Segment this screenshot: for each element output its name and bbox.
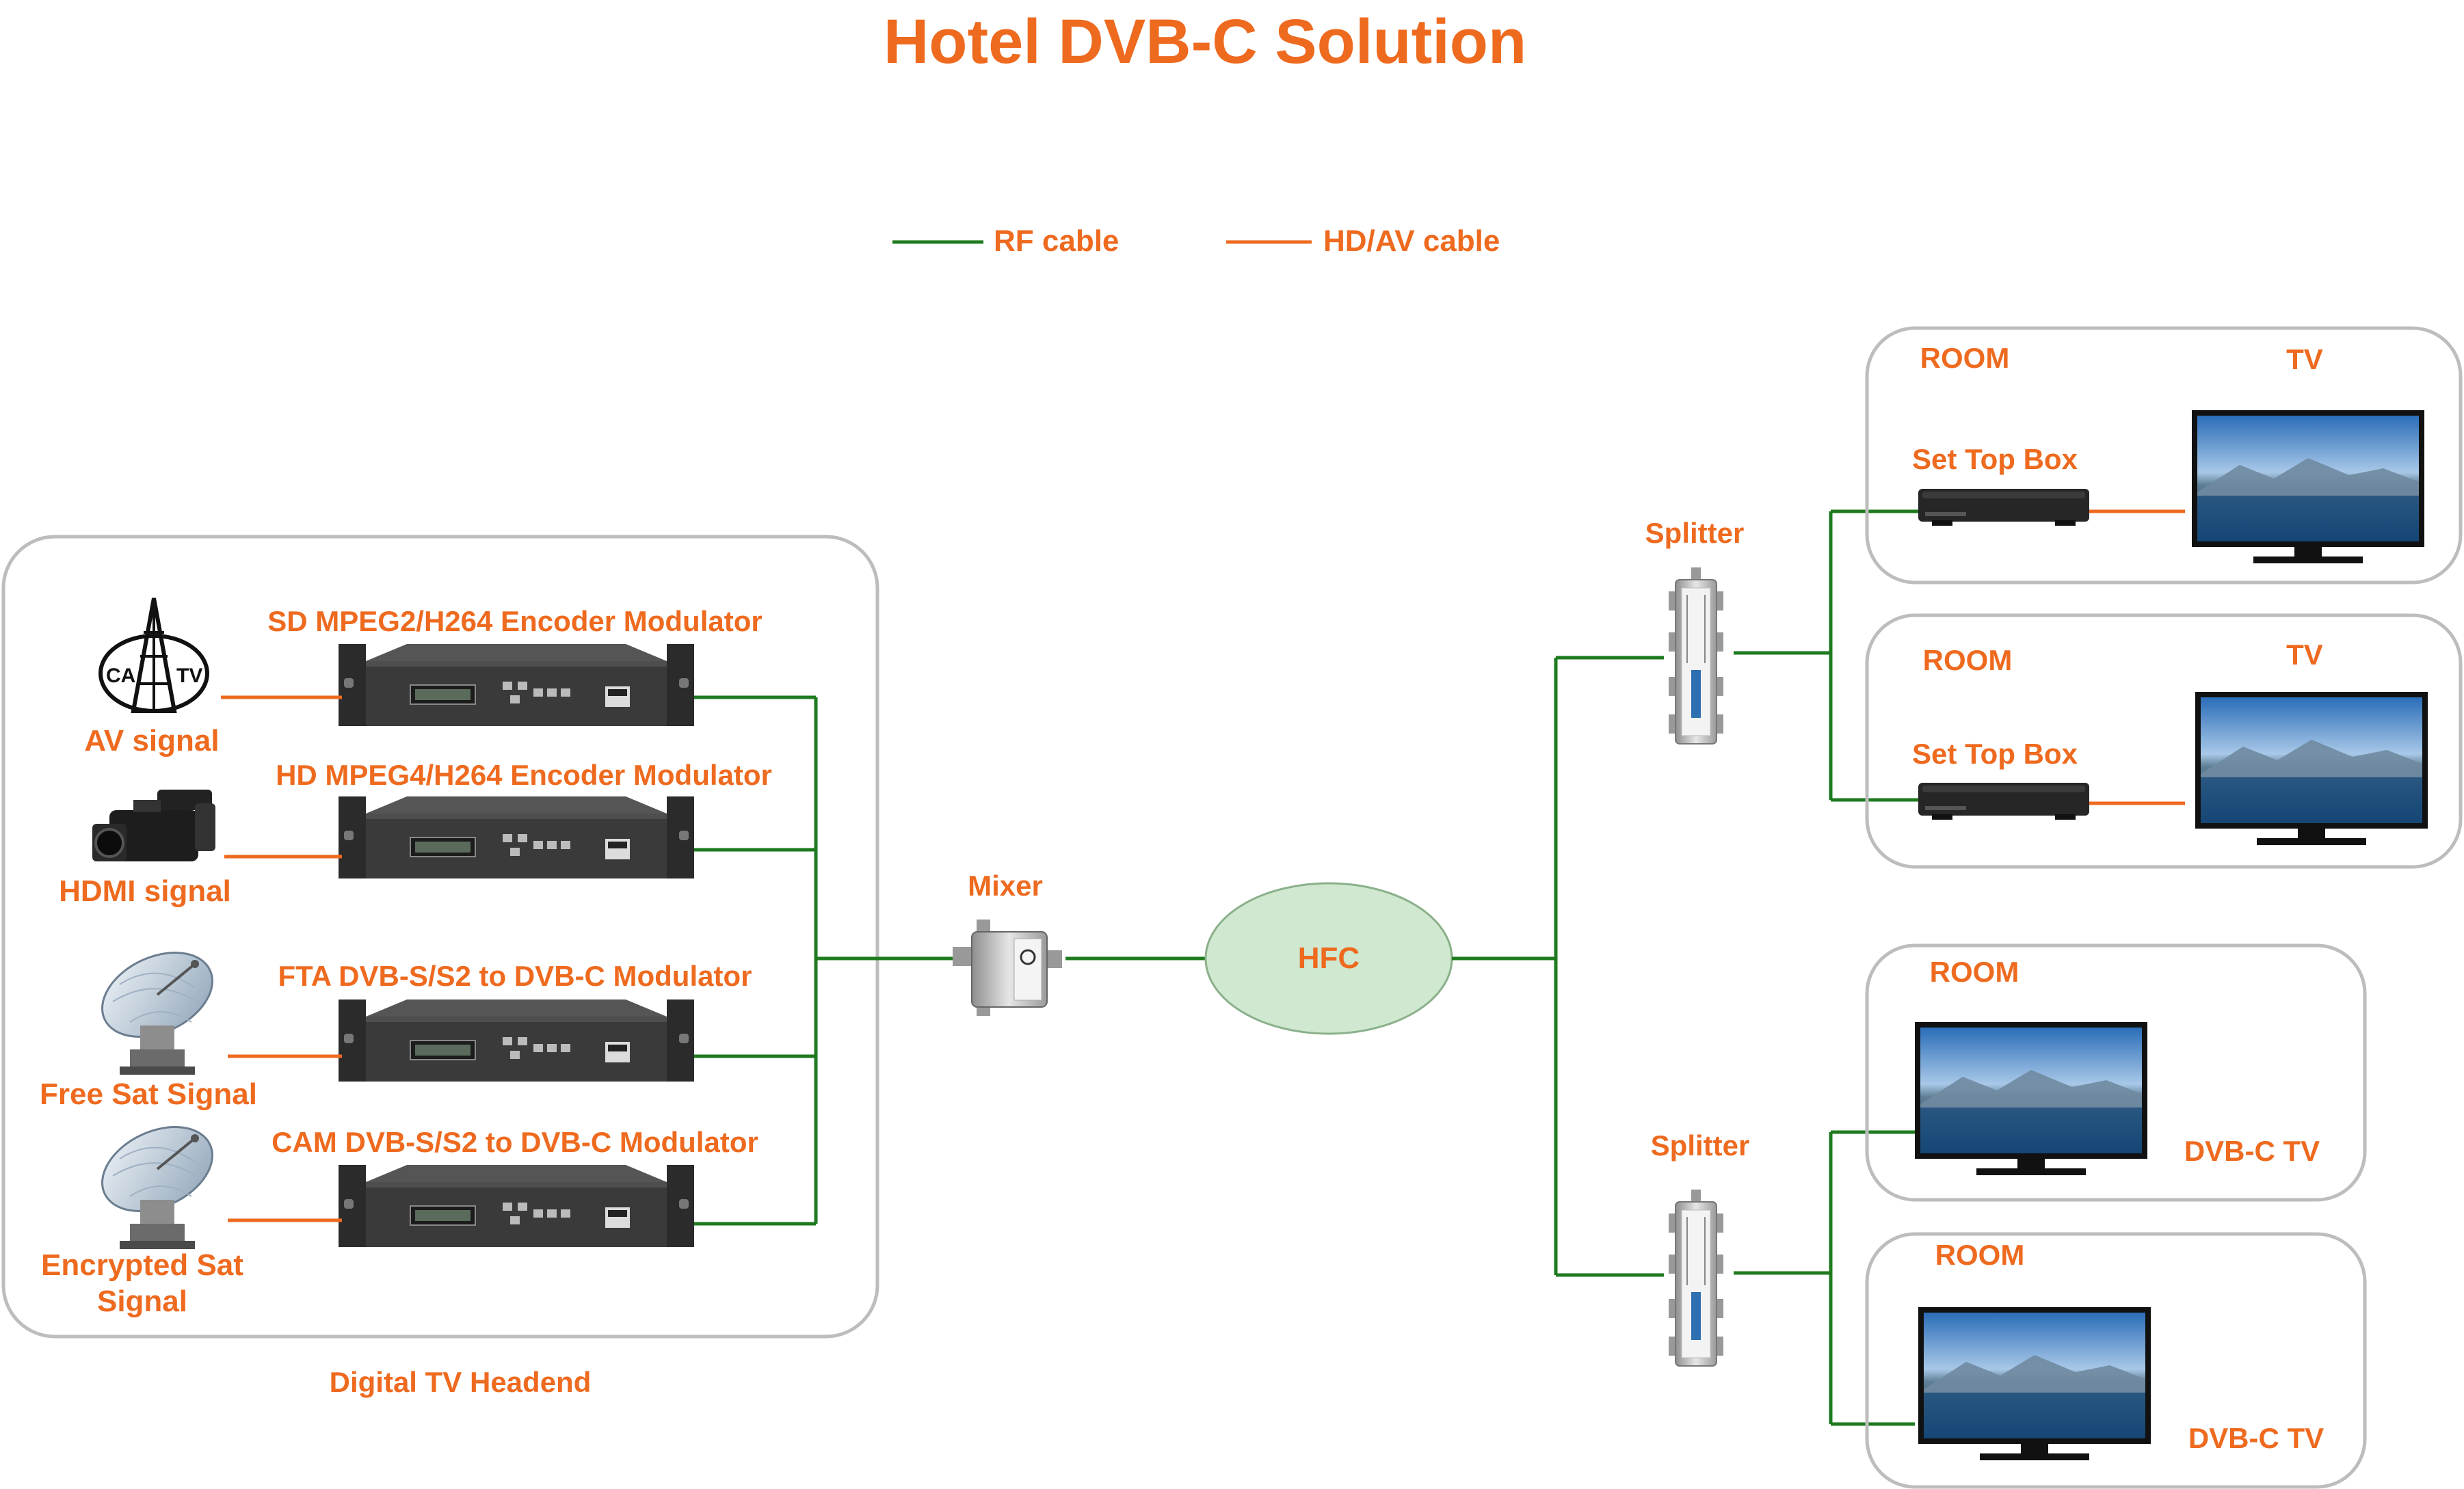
stb-label-1: Set Top Box bbox=[1912, 443, 2078, 475]
set-top-box-2 bbox=[1918, 783, 2089, 820]
sd-encoder-modulator-device bbox=[338, 643, 695, 727]
satellite-dish-icon bbox=[87, 1109, 228, 1250]
legend-av-label: HD/AV cable bbox=[1323, 224, 1500, 258]
legend: RF cable HD/AV cable bbox=[892, 224, 1500, 258]
mixer-device bbox=[953, 920, 1062, 1016]
satellite-dish-icon bbox=[87, 935, 228, 1076]
source-label-av: AV signal bbox=[84, 724, 219, 757]
room-box-1 bbox=[1865, 326, 2463, 585]
room-label-3: ROOM bbox=[1930, 956, 2019, 988]
tv-screen-3 bbox=[1915, 1022, 2147, 1175]
splitter-label-top: Splitter bbox=[1645, 517, 1745, 549]
headend-caption: Digital TV Headend bbox=[330, 1366, 592, 1398]
room-box-3 bbox=[1865, 943, 2367, 1202]
rf-cable-splitter-top bbox=[1734, 509, 1918, 802]
device-label-fta-modulator: FTA DVB-S/S2 to DVB-C Modulator bbox=[278, 960, 752, 992]
svg-text:CA: CA bbox=[106, 665, 135, 687]
tv-label-1: TV bbox=[2286, 343, 2323, 375]
tv-screen-2 bbox=[2195, 692, 2428, 845]
tv-label-3: DVB-C TV bbox=[2184, 1135, 2320, 1167]
room-label-1: ROOM bbox=[1920, 342, 2010, 374]
fta-modulator-device bbox=[338, 999, 695, 1082]
room-label-2: ROOM bbox=[1923, 644, 2013, 676]
cam-modulator-device bbox=[338, 1164, 695, 1248]
svg-text:TV: TV bbox=[176, 665, 202, 687]
source-label-free-sat: Free Sat Signal bbox=[40, 1077, 257, 1111]
device-label-cam-modulator: CAM DVB-S/S2 to DVB-C Modulator bbox=[271, 1126, 758, 1158]
rf-cable-bus-headend bbox=[694, 695, 953, 1226]
tv-label-4: DVB-C TV bbox=[2188, 1422, 2324, 1454]
hfc-label: HFC bbox=[1298, 941, 1360, 975]
set-top-box-1 bbox=[1918, 489, 2089, 526]
stb-label-2: Set Top Box bbox=[1912, 738, 2078, 770]
catv-tower-icon: CA TV bbox=[98, 598, 209, 713]
mixer-label: Mixer bbox=[968, 870, 1043, 902]
device-label-sd-encoder: SD MPEG2/H264 Encoder Modulator bbox=[267, 605, 762, 637]
legend-rf-label: RF cable bbox=[994, 224, 1119, 258]
room-label-4: ROOM bbox=[1935, 1239, 2025, 1271]
source-label-encrypted-sat-line2: Signal bbox=[97, 1285, 187, 1318]
device-label-hd-encoder: HD MPEG4/H264 Encoder Modulator bbox=[276, 759, 772, 791]
source-label-encrypted-sat-line1: Encrypted Sat bbox=[41, 1248, 243, 1282]
rf-cable-hfc-distribution bbox=[1452, 656, 1664, 1277]
room-box-2 bbox=[1865, 613, 2463, 869]
headend-box bbox=[1, 535, 879, 1339]
source-label-hdmi: HDMI signal bbox=[59, 874, 231, 908]
splitter-label-bottom: Splitter bbox=[1651, 1129, 1750, 1162]
room-box-4 bbox=[1865, 1232, 2367, 1489]
page-title: Hotel DVB-C Solution bbox=[884, 7, 1526, 77]
rf-cable-splitter-bottom bbox=[1734, 1130, 1915, 1426]
splitter-device-bottom bbox=[1668, 1189, 1724, 1367]
hd-encoder-modulator-device bbox=[338, 796, 695, 879]
camcorder-icon bbox=[92, 790, 215, 861]
tv-label-2: TV bbox=[2286, 639, 2323, 671]
tv-screen-4 bbox=[1918, 1307, 2151, 1460]
tv-screen-1 bbox=[2192, 410, 2424, 563]
splitter-device-top bbox=[1668, 567, 1724, 744]
